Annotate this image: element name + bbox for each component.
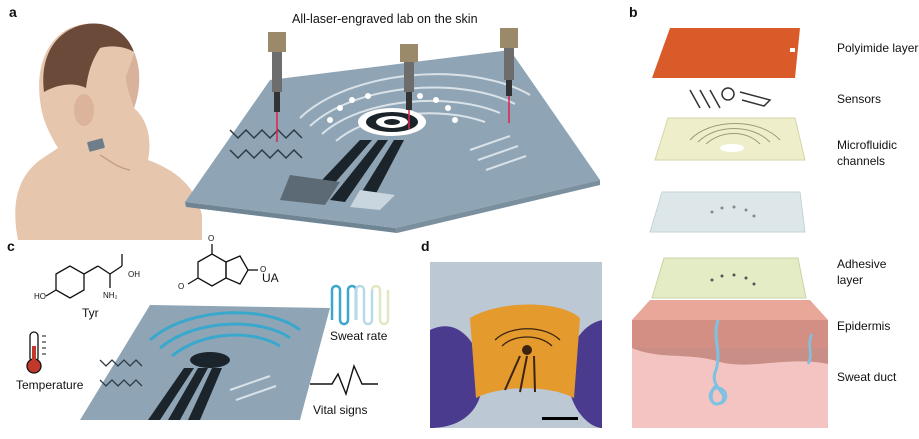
panel-letter-b: b xyxy=(629,4,638,20)
label-adhesive: Adhesive xyxy=(837,257,887,271)
label-layer: layer xyxy=(837,273,864,287)
label-sensors: Sensors xyxy=(837,92,882,106)
device-panel-a xyxy=(185,28,600,233)
sweat-rate-icon xyxy=(330,284,390,326)
vital-signs-waveform xyxy=(310,363,378,397)
human-head-illustration xyxy=(15,23,202,240)
chem-o-left: O xyxy=(178,282,185,291)
device-photo-panel-d xyxy=(430,262,602,428)
panel-letter-d: d xyxy=(421,238,430,254)
ua-molecule xyxy=(187,244,258,287)
layer-stack-panel-b xyxy=(632,28,828,428)
panel-a-title: All-laser-engraved lab on the skin xyxy=(292,12,478,26)
tyr-molecule xyxy=(45,254,123,299)
label-vital-signs: Vital signs xyxy=(313,403,368,417)
laser-heads xyxy=(268,28,518,142)
panel-letter-c: c xyxy=(7,238,15,254)
panel-c-illustrations xyxy=(26,244,390,420)
label-temperature: Temperature xyxy=(16,378,84,392)
chem-nh2: NH₂ xyxy=(103,291,118,300)
chem-o-top: O xyxy=(208,234,215,243)
label-channels: channels xyxy=(837,154,886,168)
label-ua: UA xyxy=(262,271,279,285)
label-polyimide-layer: Polyimide layer xyxy=(837,41,919,55)
chem-ho: HO xyxy=(34,292,46,301)
label-tyr: Tyr xyxy=(82,306,99,320)
chem-o-right: O xyxy=(260,265,267,274)
thermometer-icon xyxy=(26,331,46,374)
label-sweat-duct: Sweat duct xyxy=(837,370,897,384)
label-epidermis: Epidermis xyxy=(837,319,891,333)
panel-letter-a: a xyxy=(9,4,17,20)
label-microfluidic: Microfluidic xyxy=(837,138,898,152)
label-sweat-rate: Sweat rate xyxy=(330,329,388,343)
chem-oh: OH xyxy=(128,270,140,279)
